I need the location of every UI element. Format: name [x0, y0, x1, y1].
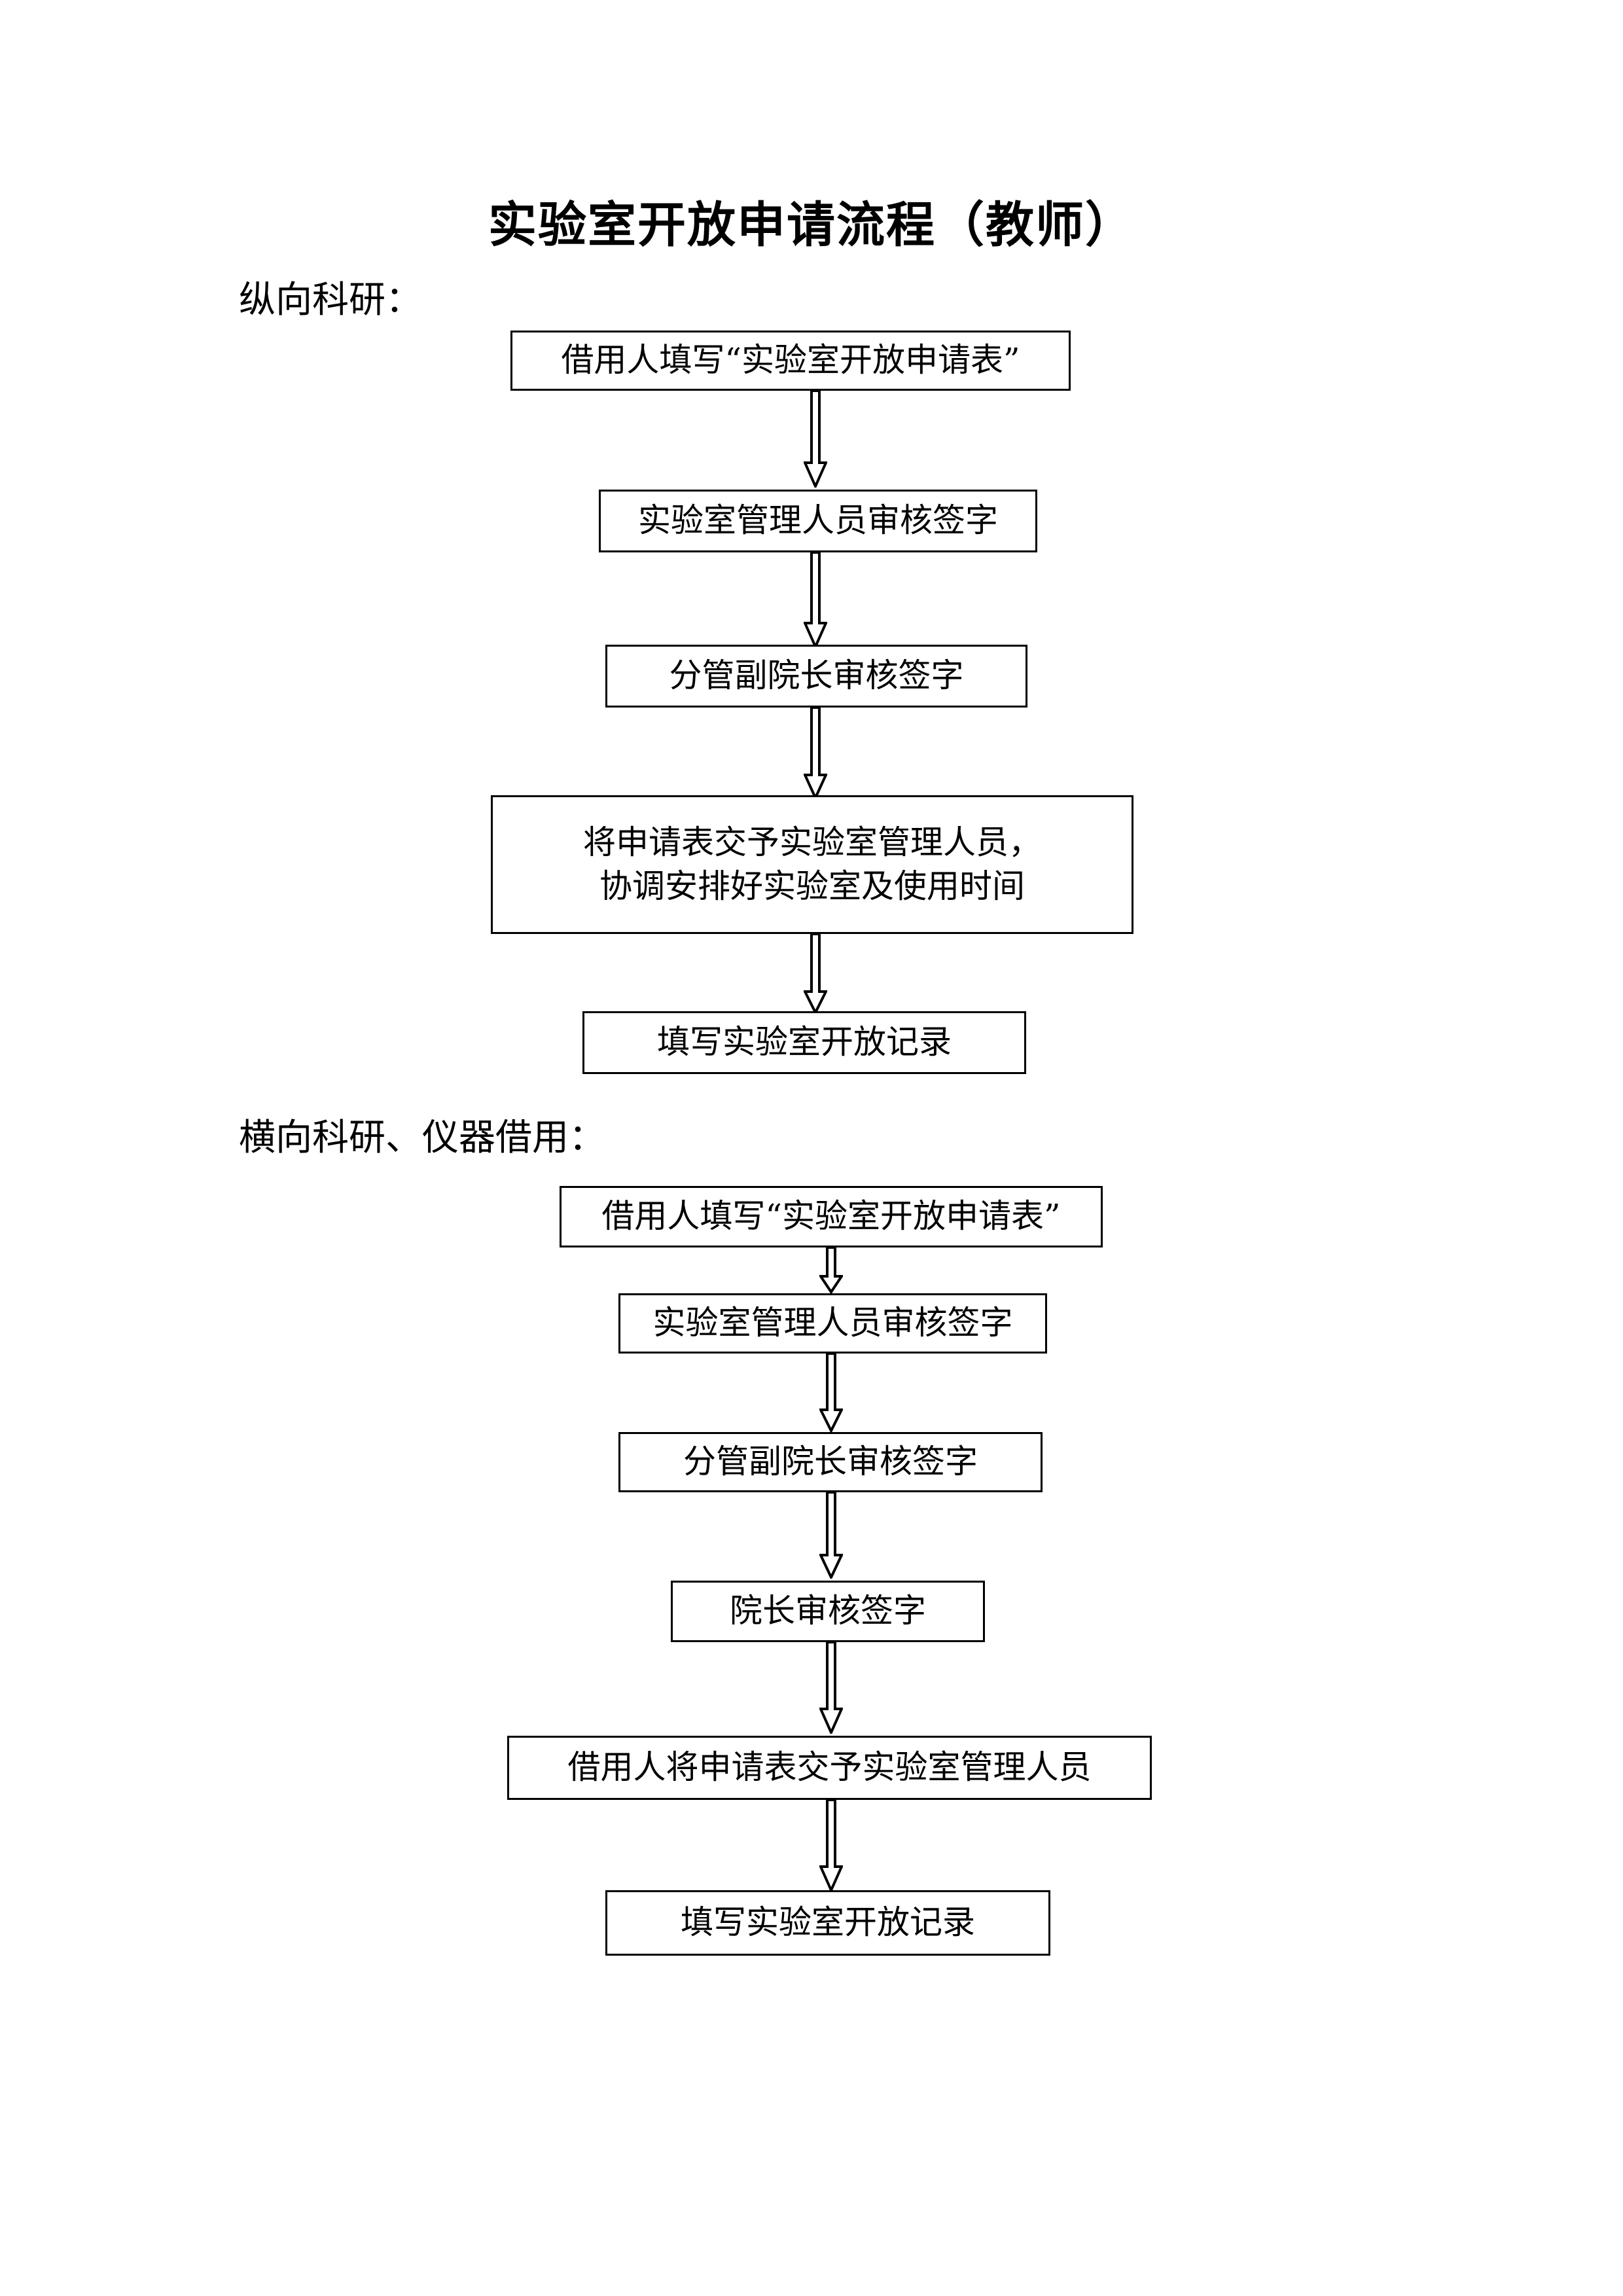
- flow-box-v2-text: 实验室管理人员审核签字: [638, 501, 998, 540]
- flow-box-h2-text: 实验室管理人员审核签字: [652, 1304, 1013, 1342]
- flow-box-v3: 分管副院长审核签字: [605, 645, 1027, 708]
- flow-box-v2: 实验室管理人员审核签字: [599, 490, 1037, 552]
- flow-box-v5-text: 填写实验室开放记录: [657, 1023, 952, 1062]
- flow-box-h5: 借用人将申请表交予实验室管理人员: [507, 1736, 1152, 1800]
- section-label-horizontal-research: 横向科研、仪器借用：: [239, 1117, 605, 1159]
- flow-box-h6: 填写实验室开放记录: [605, 1890, 1050, 1956]
- flow-box-h2: 实验室管理人员审核签字: [618, 1293, 1047, 1354]
- flow-box-h1: 借用人填写“实验室开放申请表”: [560, 1186, 1103, 1247]
- flow-box-v1-text: 借用人填写“实验室开放申请表”: [561, 341, 1020, 380]
- flow-box-v3-text: 分管副院长审核签字: [669, 656, 964, 695]
- arrow-down-v3: [804, 708, 827, 799]
- arrow-down-h2: [819, 1354, 843, 1432]
- flow-box-h4-text: 院长审核签字: [730, 1592, 926, 1630]
- flow-box-v4-text: 将申请表交予实验室管理人员， 协调安排好实验室及使用时间: [583, 823, 1041, 906]
- arrow-down-v2: [804, 552, 827, 648]
- arrow-down-h3: [819, 1492, 843, 1579]
- arrow-down-h5: [819, 1800, 843, 1892]
- flow-box-h1-text: 借用人填写“实验室开放申请表”: [601, 1197, 1061, 1236]
- flow-box-h6-text: 填写实验室开放记录: [681, 1903, 975, 1942]
- section-label-vertical-research: 纵向科研：: [239, 279, 422, 321]
- flow-box-h3-text: 分管副院长审核签字: [683, 1443, 978, 1481]
- flow-box-h5-text: 借用人将申请表交予实验室管理人员: [567, 1748, 1092, 1787]
- flow-box-h4: 院长审核签字: [671, 1581, 985, 1642]
- flow-box-v1: 借用人填写“实验室开放申请表”: [510, 331, 1071, 391]
- flow-box-v5: 填写实验室开放记录: [582, 1011, 1026, 1074]
- page-title: 实验室开放申请流程（教师）: [488, 197, 1135, 253]
- flow-box-v4: 将申请表交予实验室管理人员， 协调安排好实验室及使用时间: [491, 795, 1133, 934]
- arrow-down-v4: [804, 934, 827, 1014]
- arrow-down-v1: [804, 391, 827, 488]
- flow-box-h3: 分管副院长审核签字: [618, 1432, 1043, 1492]
- arrow-down-h4: [819, 1642, 843, 1734]
- arrow-down-h1: [819, 1247, 843, 1293]
